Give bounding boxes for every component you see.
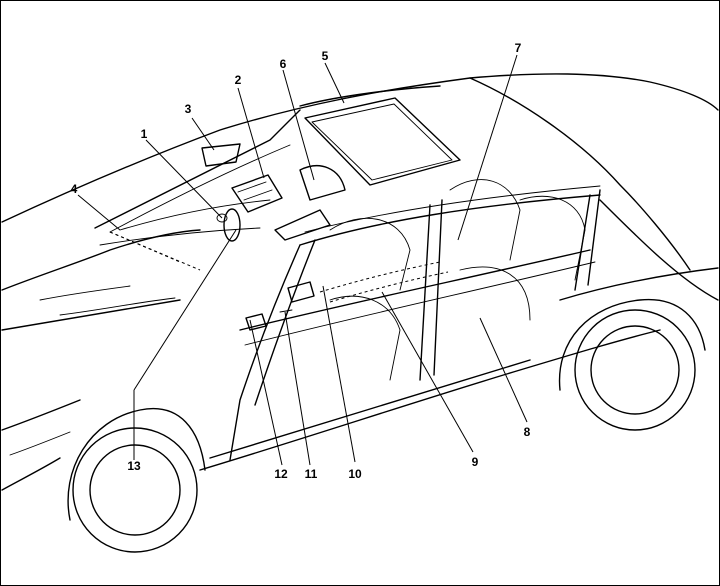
callout-13: 13 [127, 459, 141, 473]
interior [100, 144, 585, 380]
front-wheel [68, 409, 205, 552]
callout-4: 4 [71, 182, 78, 196]
callout-1: 1 [141, 127, 148, 141]
callout-10: 10 [348, 467, 362, 481]
callout-6: 6 [280, 57, 287, 71]
callout-7: 7 [515, 41, 522, 55]
leader-lines [78, 55, 527, 465]
callout-8: 8 [524, 425, 531, 439]
rear-wheel [560, 300, 705, 430]
callout-labels: 1 2 3 4 5 6 7 8 9 10 11 12 13 [71, 41, 531, 481]
callout-11: 11 [305, 467, 318, 481]
callout-3: 3 [185, 102, 192, 116]
car-body [2, 74, 718, 490]
callout-9: 9 [472, 455, 479, 469]
callout-5: 5 [322, 49, 329, 63]
callout-12: 12 [274, 467, 288, 481]
sunroof-panel [305, 98, 460, 185]
callout-2: 2 [235, 73, 242, 87]
